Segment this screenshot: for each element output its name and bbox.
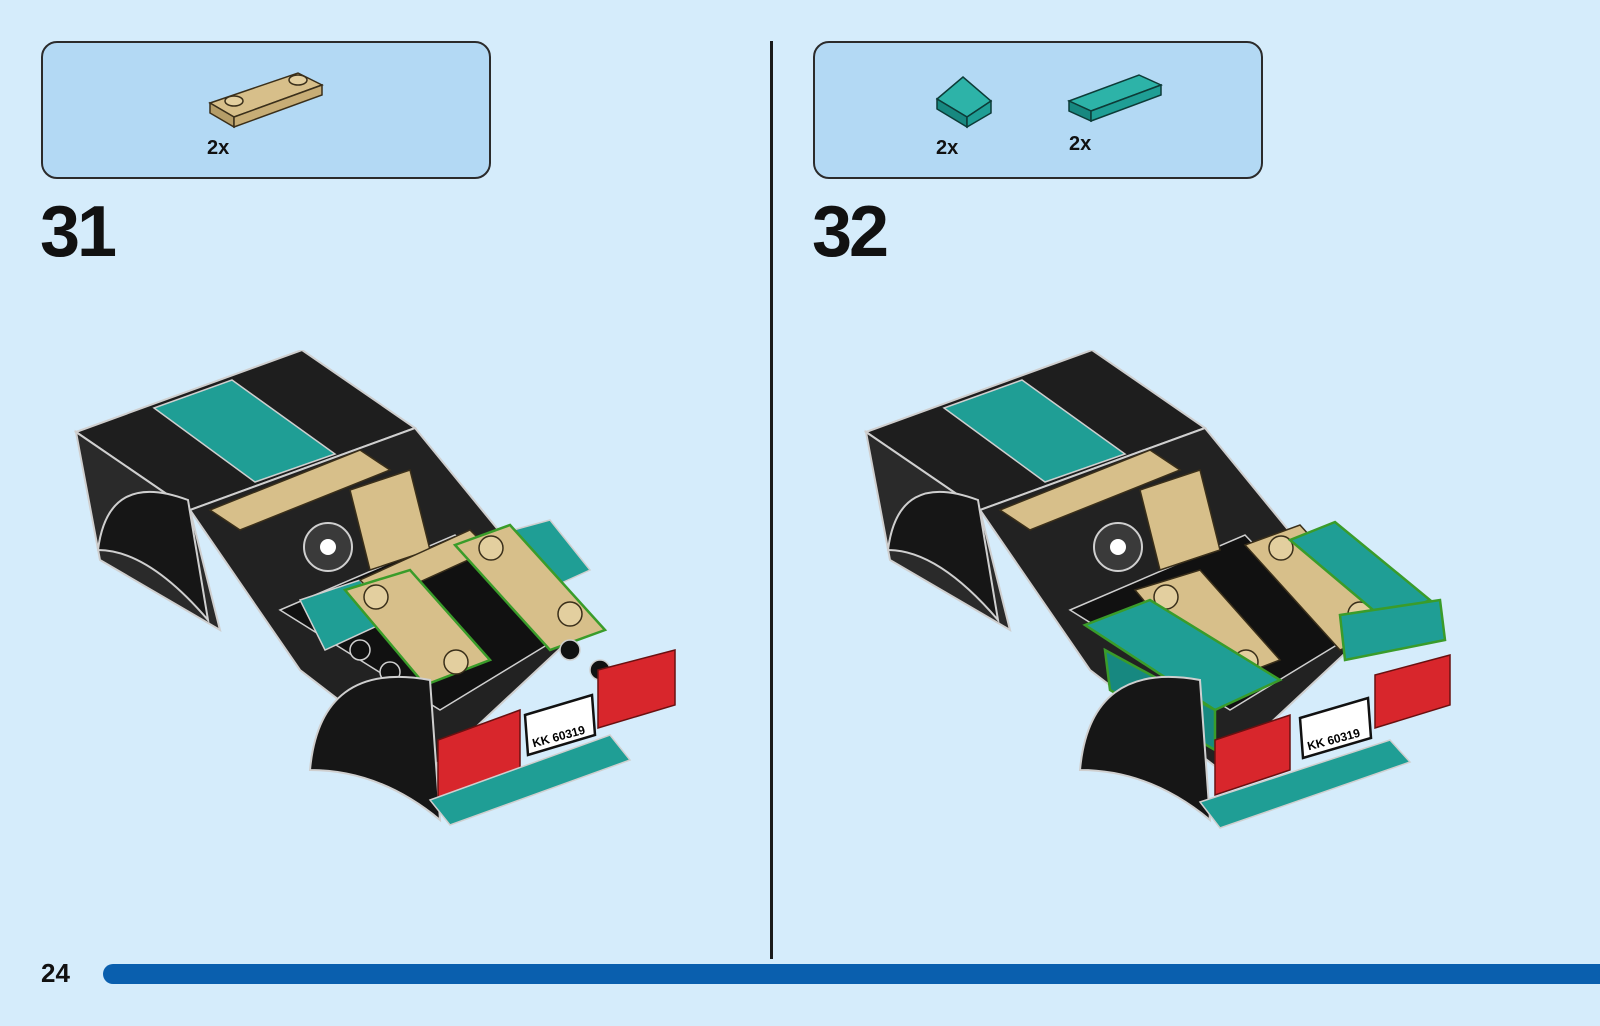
part-quantity: 2x [1069, 133, 1091, 156]
page-number: 24 [41, 958, 70, 989]
teal-slope-icon [933, 73, 999, 135]
part-quantity: 2x [207, 137, 229, 160]
teal-tile-1x4-icon [1065, 71, 1165, 127]
car-assembly-step-32-illustration: KK 60319 [860, 350, 1490, 850]
step-number: 31 [40, 196, 114, 268]
tan-plate-1x4-icon [206, 67, 326, 131]
step-divider [770, 41, 773, 959]
step-number: 32 [812, 196, 886, 268]
parts-callout-step-32: 2x 2x [813, 41, 1263, 179]
part-quantity: 2x [936, 137, 958, 160]
progress-bar [103, 964, 1600, 984]
car-assembly-step-31-illustration: KK 60319 [70, 350, 700, 850]
parts-callout-step-31: 2x [41, 41, 491, 179]
